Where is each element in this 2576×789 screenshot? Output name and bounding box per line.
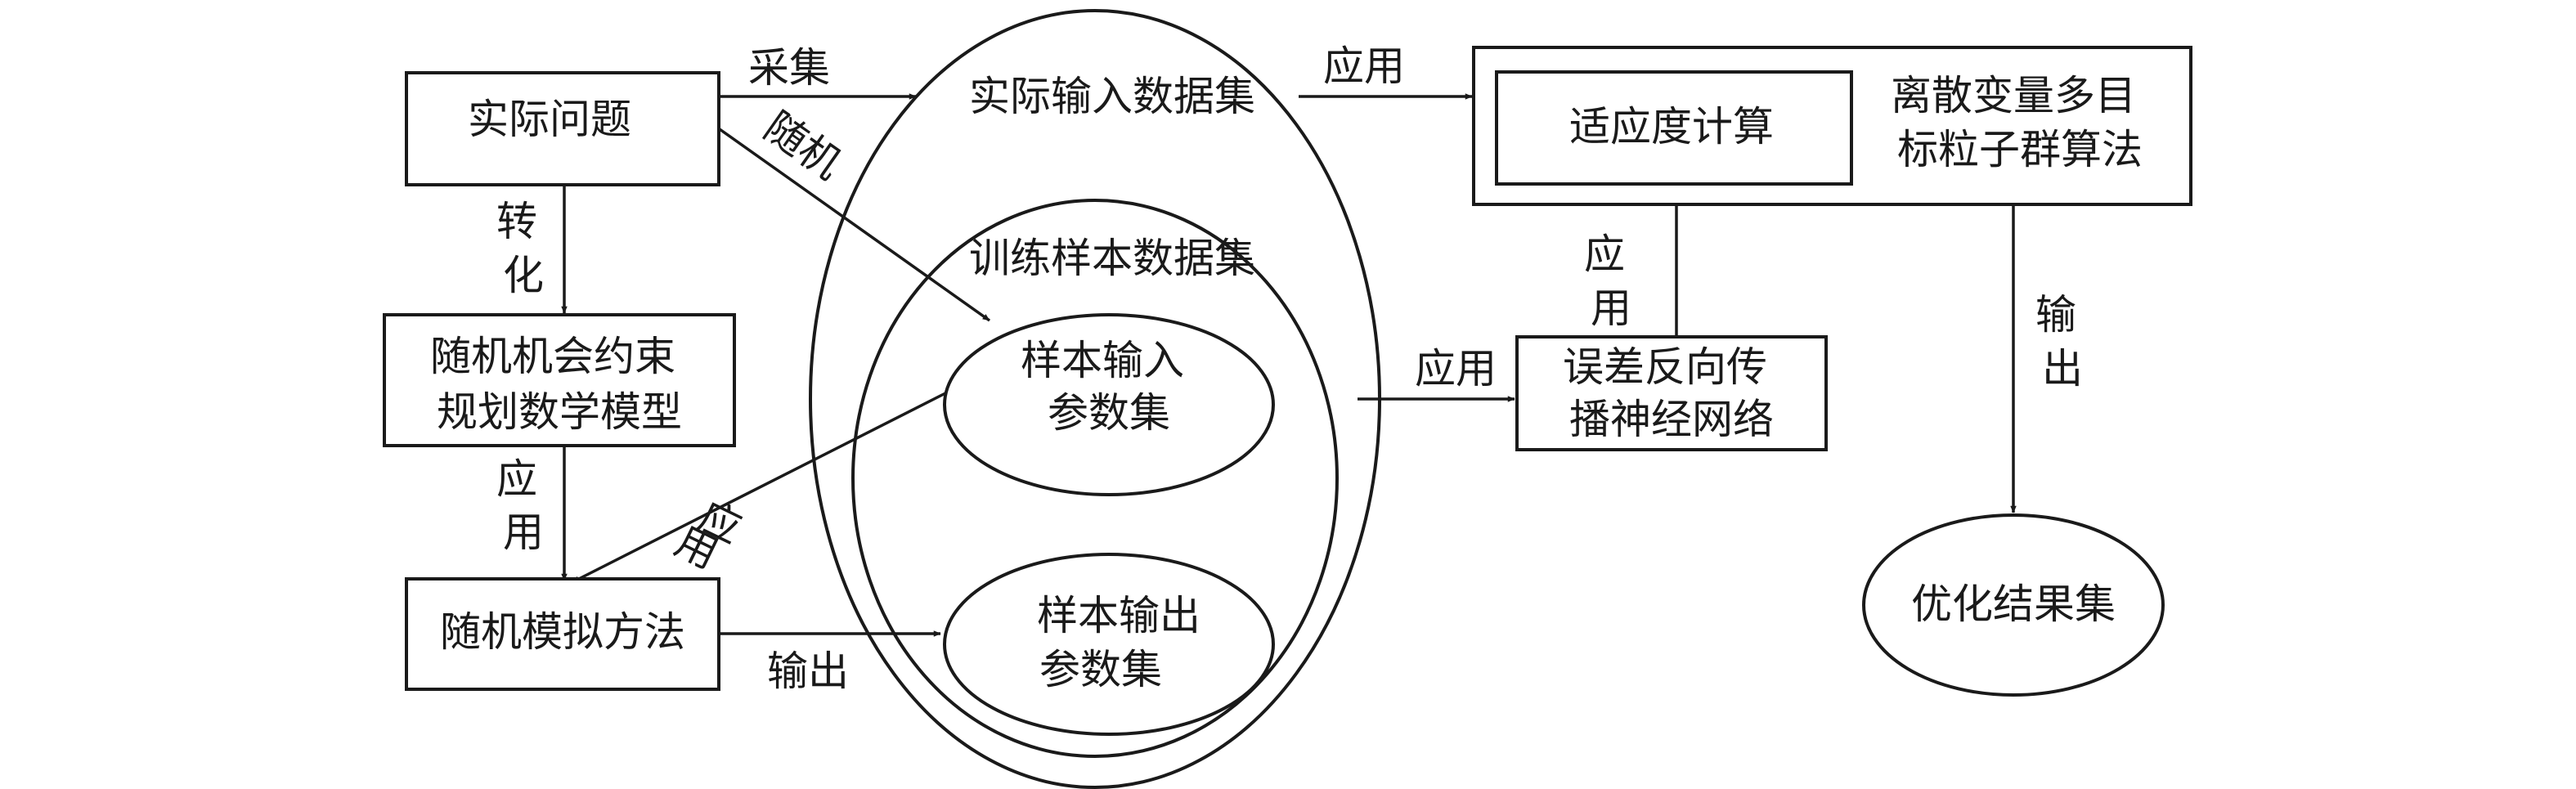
- optimal-results-label: 优化结果集: [1911, 581, 2116, 628]
- transform-edge-label: 转 化: [496, 198, 550, 299]
- fitness-calc-label: 适应度计算: [1569, 103, 1774, 150]
- edge-random: [718, 128, 991, 322]
- apply-dataset-edge-label: 应用: [1323, 43, 1405, 90]
- algorithm-label-line-2: 标粒子群算法: [1897, 126, 2143, 173]
- sample-output-label-line-1: 样本输出: [1037, 592, 1200, 639]
- chance-model-label-line-1: 随机机会约束: [430, 333, 675, 380]
- output-alg-edge-label: 输 出: [2035, 291, 2089, 392]
- chance-model-label-line-2: 规划数学模型: [437, 388, 682, 436]
- sample-input-label-line-2: 参数集: [1048, 389, 1170, 437]
- random-edge-label: 随机: [756, 103, 850, 189]
- output-alg-edge-label-line-2: 出: [2042, 345, 2083, 392]
- sample-input-label: 样本输入 参数集: [1021, 337, 1197, 437]
- transform-edge-label-line-1: 转: [496, 198, 537, 245]
- apply-fitness-edge-label: 应 用: [1584, 231, 1638, 332]
- sample-output-ellipse: [943, 553, 1275, 736]
- algorithm-label: 离散变量多目 标粒子群算法: [1891, 72, 2149, 173]
- chance-model-label: 随机机会约束 规划数学模型: [430, 333, 689, 436]
- stochastic-simulation-label: 随机模拟方法: [440, 608, 685, 656]
- apply-model-edge-label: 应 用: [496, 455, 550, 556]
- algorithm-label-line-1: 离散变量多目: [1891, 72, 2136, 119]
- collect-edge-label: 采集: [748, 44, 830, 92]
- sample-output-label: 样本输出 参数集: [1037, 592, 1214, 693]
- apply-fitness-edge-label-line-2: 用: [1591, 285, 1631, 332]
- training-dataset-label: 训练样本数据集: [969, 235, 1255, 282]
- apply-model-edge-label-line-1: 应: [496, 455, 537, 503]
- practical-problem-box: [405, 71, 720, 186]
- sample-output-label-line-2: 参数集: [1039, 646, 1162, 693]
- bp-network-label-line-2: 播神经网络: [1569, 396, 1774, 443]
- practical-problem-label: 实际问题: [468, 96, 631, 143]
- optimal-results-ellipse: [1862, 513, 2165, 697]
- fitness-calc-box: [1495, 70, 1853, 186]
- apply-model-edge-label-line-2: 用: [503, 509, 544, 556]
- actual-input-dataset-label: 实际输入数据集: [969, 73, 1255, 120]
- output-alg-edge-label-line-1: 输: [2035, 291, 2076, 338]
- training-dataset-ellipse: [851, 199, 1339, 758]
- actual-input-dataset-ellipse: [809, 9, 1381, 789]
- apply-sim-edge-label: 应 用: [668, 488, 761, 588]
- sample-input-label-line-1: 样本输入: [1021, 337, 1184, 384]
- apply-fitness-edge-label-line-1: 应: [1584, 231, 1625, 278]
- transform-edge-label-line-2: 化: [503, 252, 544, 299]
- bp-network-label-line-1: 误差反向传: [1563, 343, 1767, 391]
- chance-model-box: [383, 313, 736, 447]
- bp-network-box: [1515, 335, 1828, 451]
- output-sim-edge-label: 输出: [767, 648, 849, 695]
- apply-bp-in-edge-label: 应用: [1415, 345, 1497, 392]
- bp-network-label: 误差反向传 播神经网络: [1563, 343, 1780, 443]
- stochastic-simulation-box: [405, 577, 720, 691]
- sample-input-ellipse: [943, 313, 1275, 496]
- edge-apply-sample-input: [572, 391, 948, 584]
